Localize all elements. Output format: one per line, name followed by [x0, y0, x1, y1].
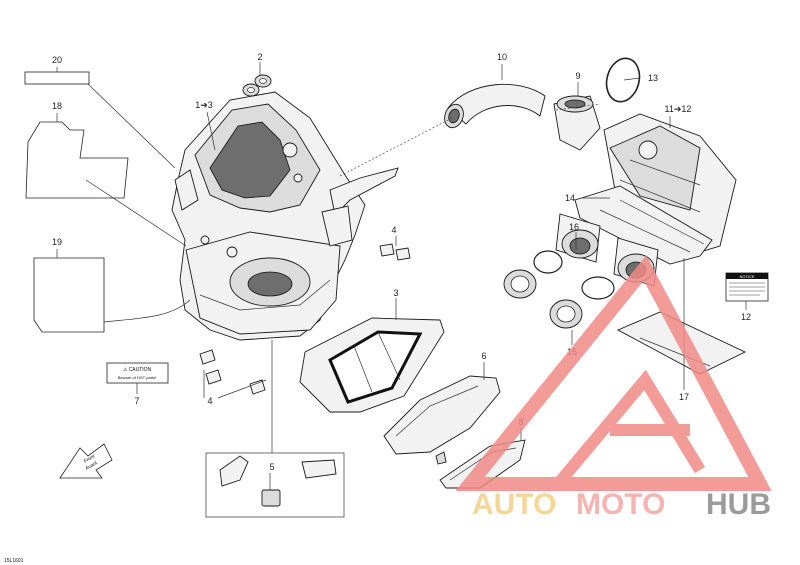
label-sticker-18	[25, 121, 129, 199]
adapter-9	[553, 95, 601, 151]
caution-label-title: ⚠ CAUTION	[123, 367, 152, 373]
caution-label-text: Beware of HOT parts!	[118, 375, 157, 380]
rings-15	[503, 269, 583, 329]
airbox-base-assembly	[171, 91, 399, 341]
callout-2: 2	[257, 52, 262, 62]
callout-9: 9	[575, 71, 580, 81]
intake-duct-10	[444, 83, 546, 129]
watermark-text-hub: HUB	[706, 488, 771, 521]
callout-20: 20	[52, 55, 62, 65]
clips-4-upper	[379, 243, 411, 261]
air-filter-frame-3	[299, 317, 445, 413]
watermark-triangle	[455, 255, 772, 491]
callout-11-12: 11➔12	[665, 104, 692, 114]
front-arrow-line2: Avant	[84, 460, 99, 472]
callout-10: 10	[497, 52, 507, 62]
front-direction-arrow: Front Avant	[59, 443, 113, 479]
callout-6: 6	[481, 351, 486, 361]
watermark-text-auto: AUTO	[472, 488, 556, 521]
intake-silencer-11	[603, 113, 737, 253]
notice-label-12: NOTICE	[725, 272, 769, 302]
callout-4-upper: 4	[391, 225, 396, 235]
callout-7: 7	[134, 396, 139, 406]
callout-3: 3	[393, 288, 398, 298]
grommets-2	[242, 74, 272, 97]
watermark-logo: AUTO MOTO HUB	[455, 255, 772, 521]
front-arrow-line1: Front	[83, 453, 97, 464]
clips-4-lower	[199, 349, 266, 395]
callout-19: 19	[52, 237, 62, 247]
hose-clamps-16	[533, 250, 615, 300]
callout-4-lower: 4	[207, 396, 212, 406]
callout-13: 13	[648, 73, 658, 83]
watermark-text-moto: MOTO	[576, 488, 665, 521]
callout-numbers: 20 18 19 2 1➔3 10 9 13 11➔12 14 16 4 3 7…	[52, 52, 751, 472]
mounting-plate-14	[574, 185, 713, 265]
filter-element-6	[383, 375, 501, 465]
drawing-code: 15L1601	[4, 558, 24, 564]
clamps-5-box	[205, 452, 345, 518]
callout-14: 14	[565, 193, 575, 203]
callout-18: 18	[52, 101, 62, 111]
notice-label-title: NOTICE	[739, 274, 754, 279]
label-sticker-19	[33, 257, 105, 333]
callout-1-3: 1➔3	[195, 100, 213, 110]
callout-16: 16	[569, 222, 579, 232]
leader-lines	[56, 62, 747, 490]
o-ring-13	[605, 57, 641, 103]
callout-5: 5	[269, 462, 274, 472]
callout-12: 12	[741, 312, 751, 322]
label-sticker-20	[24, 71, 90, 85]
caution-label-7: ⚠ CAUTION Beware of HOT parts!	[106, 362, 169, 384]
callout-17: 17	[679, 392, 689, 402]
